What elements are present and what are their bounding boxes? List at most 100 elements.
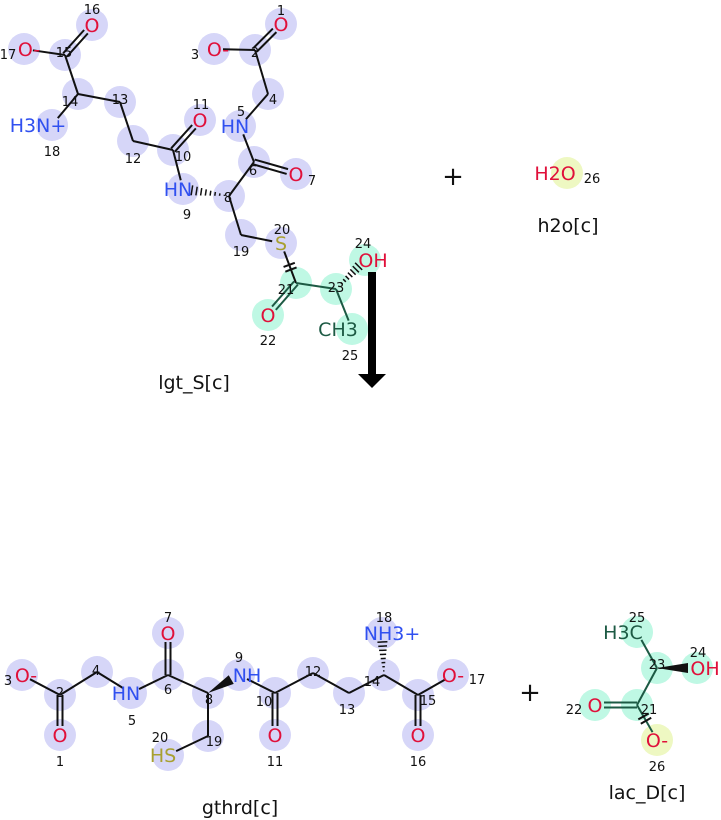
reaction-arrow <box>358 272 386 388</box>
atom-label-h2o-26: H2O <box>534 163 575 185</box>
atom-number: 2 <box>251 46 259 61</box>
bond-lgt-s <box>245 93 269 120</box>
atom-highlight-gthrd-11 <box>259 719 291 751</box>
bond-lgt-s <box>32 49 66 56</box>
bond-gthrd <box>271 693 279 726</box>
atom-highlight-lgt-s-11 <box>184 104 216 136</box>
atom-number: 1 <box>277 4 285 19</box>
atom-label-lgt-s-9: HN <box>164 179 193 201</box>
atom-label-lgt-s-7: O <box>289 164 304 186</box>
bond-lgt-s <box>119 101 134 142</box>
atom-highlight-gthrd-1 <box>44 719 76 751</box>
bond-lgt-s <box>253 158 289 175</box>
atom-highlight-lgt-s-20 <box>265 227 297 259</box>
bond-lgt-s <box>335 288 350 322</box>
bond-lgt-s <box>172 149 182 181</box>
atom-number: 10 <box>256 695 273 710</box>
atom-label-gthrd-18: NH3+ <box>364 623 421 645</box>
atom-number: 17 <box>0 48 16 63</box>
atom-highlight-gthrd-18 <box>366 617 398 649</box>
bond-lgt-s <box>240 234 273 243</box>
atom-number: 13 <box>112 93 129 108</box>
bond-lgt-s <box>254 49 269 95</box>
atom-label-lac-d-26: O- <box>646 730 668 752</box>
bond-lgt-s <box>132 140 174 151</box>
bond-lgt-s <box>57 93 79 119</box>
atom-number: 11 <box>193 98 210 113</box>
bond-gthrd <box>417 678 446 696</box>
atom-highlight-lac-d-26 <box>641 724 673 756</box>
atom-number: 14 <box>62 95 79 110</box>
atom-label-gthrd-5: HN <box>112 683 141 705</box>
atom-number: 4 <box>92 664 100 679</box>
bond-gthrd <box>246 678 276 694</box>
atom-number: 18 <box>376 611 393 626</box>
molecule-name-lgt-s: lgt_S[c] <box>158 372 230 394</box>
atom-highlight-lac-d-24 <box>681 652 713 684</box>
atom-number: 16 <box>410 755 427 770</box>
atom-label-lac-d-24: OH <box>690 658 719 680</box>
bond-gthrd <box>377 641 388 672</box>
atom-label-lgt-s-5: HN <box>221 116 250 138</box>
atom-label-gthrd-1: O <box>53 725 68 747</box>
atom-highlight-lgt-s-25 <box>336 313 368 345</box>
atom-number: 18 <box>44 145 61 160</box>
atom-highlight-gthrd-17 <box>437 659 469 691</box>
atom-highlight-lac-d-22 <box>579 689 611 721</box>
atom-highlight-lgt-s-24 <box>349 244 381 276</box>
atom-highlight-lgt-s-9 <box>167 173 199 205</box>
atom-highlight-lgt-s-16 <box>76 9 108 41</box>
bond-lgt-s <box>337 262 363 288</box>
bond-lac-d <box>640 639 658 669</box>
atom-highlight-lgt-s-7 <box>280 158 312 190</box>
atom-label-lgt-s-18: H3N+ <box>10 115 67 137</box>
atom-label-lac-d-25: H3C <box>603 622 643 644</box>
atom-label-gthrd-7: O <box>161 623 176 645</box>
bond-gthrd <box>348 674 385 694</box>
bond-lgt-s <box>242 134 255 163</box>
atom-label-lac-d-22: O <box>588 695 603 717</box>
bond-lgt-s <box>252 27 278 53</box>
bond-gthrd <box>59 671 98 696</box>
bond-gthrd <box>312 672 350 694</box>
atom-number: 6 <box>249 164 257 179</box>
atom-number: 12 <box>305 665 322 680</box>
atom-highlights <box>6 8 713 771</box>
atom-number: 4 <box>269 93 277 108</box>
molecule-name-lac-d: lac_D[c] <box>609 782 686 804</box>
atom-number: 2 <box>56 686 64 701</box>
atom-number: 17 <box>469 673 486 688</box>
atom-number: 20 <box>274 223 291 238</box>
atom-label-gthrd-9: NH <box>233 665 262 687</box>
atom-label-gthrd-11: O <box>268 725 283 747</box>
atom-number: 21 <box>641 703 658 718</box>
bond-gthrd <box>164 642 172 675</box>
bond-gthrd <box>138 674 169 690</box>
atom-number: 7 <box>164 611 172 626</box>
plus-sign-products: + <box>519 678 541 708</box>
atom-highlight-gthrd-16 <box>402 719 434 751</box>
atom-label-lgt-s-17: O- <box>18 39 40 61</box>
atom-number: 15 <box>56 46 73 61</box>
atom-highlight-gthrd-5 <box>115 677 147 709</box>
bond-gthrd <box>208 675 234 693</box>
bond-gthrd <box>414 695 422 726</box>
atom-number: 3 <box>4 674 12 689</box>
atom-number: 12 <box>125 152 142 167</box>
bond-lac-d <box>636 704 654 733</box>
atom-highlight-lgt-s-22 <box>252 299 284 331</box>
atom-number: 24 <box>355 237 372 252</box>
atom-number: 23 <box>649 658 666 673</box>
bond-gthrd <box>383 674 419 696</box>
atom-highlight-lgt-s-1 <box>265 8 297 40</box>
plus-sign-reactants: + <box>442 162 464 192</box>
atom-number: 22 <box>260 334 277 349</box>
atom-number: 16 <box>84 3 101 18</box>
atom-number: 20 <box>152 731 169 746</box>
atom-number: 5 <box>128 714 136 729</box>
bond-gthrd <box>167 674 209 694</box>
atom-label-gthrd-16: O <box>411 725 426 747</box>
atom-number: 21 <box>278 283 295 298</box>
atom-label-lgt-s-20: S <box>275 233 287 255</box>
